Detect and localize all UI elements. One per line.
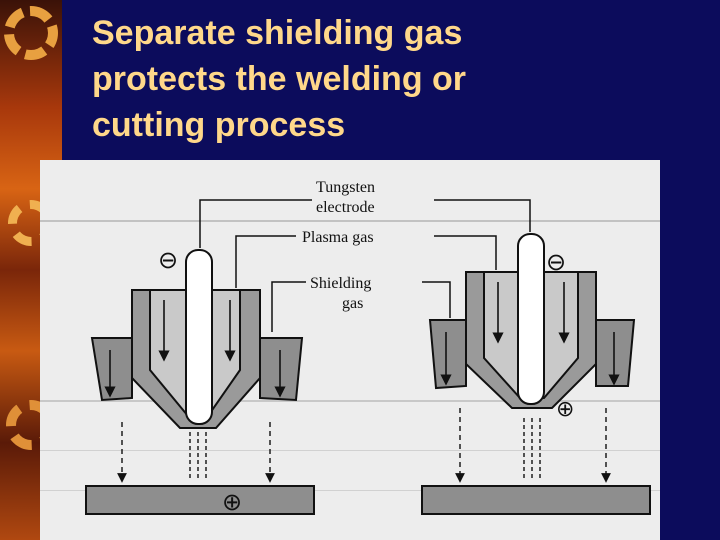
background-text-texture: [40, 220, 660, 491]
right-tungsten-electrode: [517, 233, 545, 405]
left-torch: [85, 249, 315, 515]
torch-diagram-svg: ⊖ ⊕ ⊖ ⊕ Tungsten electrode Plasma gas: [40, 174, 660, 516]
plasma-gas-label: Plasma gas: [302, 229, 374, 246]
left-workpiece: [85, 485, 315, 515]
right-shield-nozzle-right: [595, 319, 636, 387]
right-torch: [421, 233, 651, 515]
shielding-label-line2: gas: [342, 295, 363, 312]
plasma-label-bg: [296, 224, 434, 246]
left-shield-nozzle-left: [90, 337, 133, 402]
title-line: Separate shielding gas: [92, 14, 463, 52]
tungsten-label-line2: electrode: [316, 199, 375, 216]
right-shield-nozzle-left: [428, 319, 467, 390]
right-electrode-polarity: ⊖: [546, 248, 566, 276]
slide-title: Separate shielding gas protects the weld…: [92, 10, 692, 148]
shielding-label-line1: Shielding: [310, 275, 371, 292]
tungsten-label-line1: Tungsten: [316, 179, 375, 196]
right-nozzle-polarity: ⊕: [556, 397, 574, 422]
title-line: protects the welding or: [92, 60, 467, 98]
leader-lines: [199, 199, 531, 332]
left-workpiece-polarity: ⊕: [222, 488, 242, 516]
left-electrode-polarity: ⊖: [158, 246, 178, 274]
plasma-torch-diagram: ⊖ ⊕ ⊖ ⊕ Tungsten electrode Plasma gas: [40, 160, 660, 540]
left-shield-nozzle-right: [259, 337, 304, 402]
title-line: cutting process: [92, 106, 346, 144]
tungsten-label-bg: [304, 174, 434, 220]
right-workpiece: [421, 485, 651, 515]
gear-icon: [4, 6, 58, 60]
shielding-label-bg: [304, 270, 424, 314]
left-tungsten-electrode: [185, 249, 213, 425]
